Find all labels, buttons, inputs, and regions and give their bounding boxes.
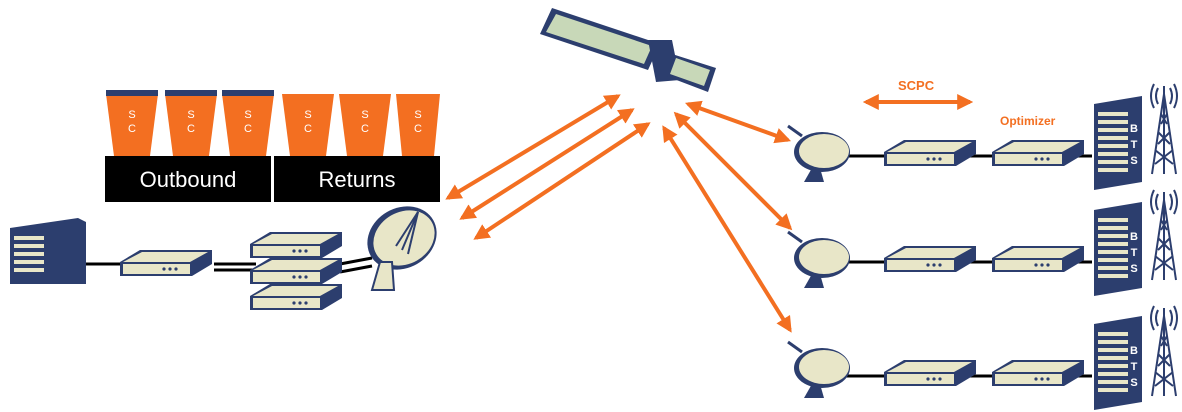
modem-icon [120,250,212,276]
remote-dish-icon [786,230,852,290]
remote-site-2 [786,189,1178,296]
bts-tower-icon [1150,189,1178,281]
remote-dish-icon [786,124,852,184]
modem-icon [884,140,976,166]
modem-icon [992,360,1084,386]
sc-letter-c: C [414,123,422,135]
hub-links [86,256,373,274]
remote-dish-icon [786,340,852,400]
optimizer-label: Optimizer [1000,114,1056,128]
bts-letter-t: T [1131,361,1138,373]
bts-letter-s: S [1130,155,1137,167]
returns-label: Returns [318,167,396,192]
bts-tower-icon [1150,83,1178,175]
bts-letter-t: T [1131,247,1138,259]
scpc-label: SCPC [898,78,935,93]
modem-icon [884,246,976,272]
bts-letters: B T S B T S B T S [1130,123,1138,389]
bts-letter-b: B [1130,345,1138,357]
sc-letter-c: C [187,123,195,135]
sc-letter-s: S [187,109,194,121]
modem-icon [992,246,1084,272]
link-arrows [445,94,974,333]
outbound-label: Outbound [139,167,237,192]
stacked-modems-icon [250,232,342,310]
modem-icon [884,360,976,386]
sc-letter-s: S [304,109,311,121]
sc-block [106,94,274,156]
remote-site-3 [786,305,1178,410]
bts-letter-t: T [1131,139,1138,151]
returns-sc-group [282,94,440,156]
sc-letter-c: C [128,123,136,135]
sc-letter-c: C [244,123,252,135]
returns-bar [274,156,440,202]
sc-letter-s: S [128,109,135,121]
remote-site-1 [786,83,1178,190]
bts-letter-b: B [1130,231,1138,243]
sc-letters: S C S C S C S C S C S C [128,109,422,135]
sc-letter-c: C [361,123,369,135]
bts-letter-s: S [1130,377,1137,389]
optimizer-modem-icon [992,140,1084,166]
satellite-icon [540,8,716,92]
sc-letter-s: S [361,109,368,121]
bts-letter-s: S [1130,263,1137,275]
bts-letter-b: B [1130,123,1138,135]
outbound-bar [105,156,271,202]
server-icon [10,218,86,284]
sc-letter-s: S [414,109,421,121]
bts-tower-icon [1150,305,1178,397]
outbound-sc-group [106,90,274,156]
sc-letter-s: S [244,109,251,121]
hub-dish-icon [367,206,437,291]
sc-letter-c: C [304,123,312,135]
